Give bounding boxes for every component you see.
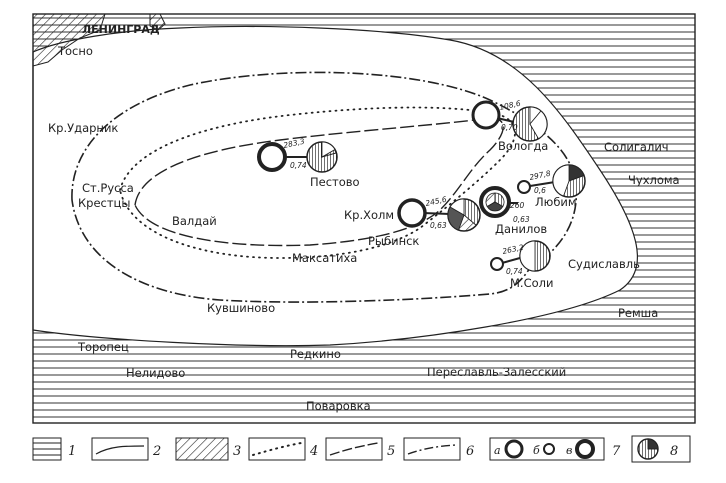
label-danilov: Данилов [495, 222, 547, 236]
label-kuvshinovo: Кувшиново [207, 301, 275, 315]
pie-sector [552, 164, 570, 197]
rybinsk-value-b: 0,63 [430, 221, 447, 230]
pestovo-value-b: 0,74 [290, 161, 307, 170]
rybinsk-value-a: 245,6 [425, 195, 448, 208]
rybinsk-ring [397, 198, 427, 228]
label-pereslavl: Переславль-Залесский [427, 365, 566, 379]
label-kr-kholm: Кр.Холм [344, 208, 394, 222]
msoli-value-a: 263,2 [502, 243, 525, 256]
label-leningrad: ЛЕНИНГРАД [82, 23, 160, 36]
label-nelidovo: Нелидово [126, 366, 185, 380]
legend-label-7: 7 [612, 444, 621, 459]
outer-dashdot-contour [71, 71, 578, 303]
label-valdai: Валдай [172, 214, 217, 228]
pie-sector [449, 198, 465, 216]
pie-sector [534, 240, 551, 272]
legend: 1 2 3 4 5 6 а б в 7 8 [32, 435, 691, 463]
legend-sub-a: а [494, 444, 501, 457]
pie-sector [321, 141, 336, 158]
place-labels: ЛЕНИНГРАД Тосно Кр.Ударник Ст.Русса Крес… [48, 23, 680, 413]
label-chukhloma: Чухлома [628, 173, 680, 187]
vologda-value-a: 108,6 [499, 99, 522, 112]
legend-sub-b: б [533, 444, 540, 457]
legend-swatch-3 [175, 437, 229, 461]
pie-sector [463, 198, 481, 226]
pie-sector [485, 192, 496, 208]
label-kresttsy: Крестцы [78, 196, 130, 210]
legend-swatch-2 [91, 437, 149, 461]
label-sudislavl: Судиславль [568, 257, 640, 271]
station-values: 283,3 0,74 108,6 0,70 297,8 0,6 260 0,63… [283, 99, 552, 276]
msoli-ring [490, 257, 504, 271]
lyubim-ring [517, 180, 531, 194]
vologda-ring [471, 100, 501, 130]
label-st-russa: Ст.Русса [82, 181, 134, 195]
barbed-contour [134, 117, 504, 247]
label-rybinsk: Рыбинск [368, 234, 419, 248]
label-pestovo: Пестово [310, 175, 360, 189]
map-frame [32, 13, 696, 424]
legend-label-8: 8 [670, 444, 678, 459]
legend-label-3: 3 [233, 444, 241, 459]
label-tosno: Тосно [57, 44, 93, 58]
legend-label-1: 1 [68, 444, 76, 459]
msoli-value-b: 0,74 [506, 267, 523, 276]
pie-sector [519, 240, 536, 272]
label-redkino: Редкино [290, 347, 341, 361]
label-toropets: Торопец [77, 340, 129, 354]
label-msoli: М.Соли [510, 276, 553, 290]
legend-swatch-6 [403, 437, 461, 461]
vologda-value-b: 0,70 [501, 123, 518, 132]
dotted-contour [119, 106, 516, 259]
lyubim-value-a: 297,8 [529, 169, 552, 182]
danilov-value-b: 0,63 [513, 215, 530, 224]
legend-sub-v: в [566, 444, 572, 457]
pie-sector [637, 438, 659, 460]
station-pie-sectors [306, 106, 586, 272]
hatched-area-leningrad [32, 13, 106, 67]
lyubim-value-b: 0,6 [534, 186, 546, 195]
legend-label-4: 4 [309, 444, 318, 459]
danilov-value-a: 260 [510, 201, 525, 210]
label-vologda: Вологда [498, 139, 548, 153]
pie-sector [563, 175, 586, 198]
pestovo-value-a: 283,3 [283, 137, 306, 150]
pestovo-ring [257, 142, 287, 172]
pie-sector [529, 110, 548, 140]
label-lyubim: Любим [535, 195, 577, 209]
legend-label-5: 5 [387, 444, 395, 459]
label-soligalich: Солигалич [604, 140, 669, 154]
pie-sector [512, 106, 540, 142]
legend-label-2: 2 [152, 444, 161, 459]
label-kr-udarnik: Кр.Ударник [48, 121, 118, 135]
label-remsha: Ремша [618, 306, 658, 320]
label-maksatikha: Максатиха [292, 251, 357, 265]
legend-swatch-5 [325, 437, 383, 461]
legend-label-6: 6 [466, 444, 474, 459]
label-povarovka: Поваровка [306, 399, 371, 413]
